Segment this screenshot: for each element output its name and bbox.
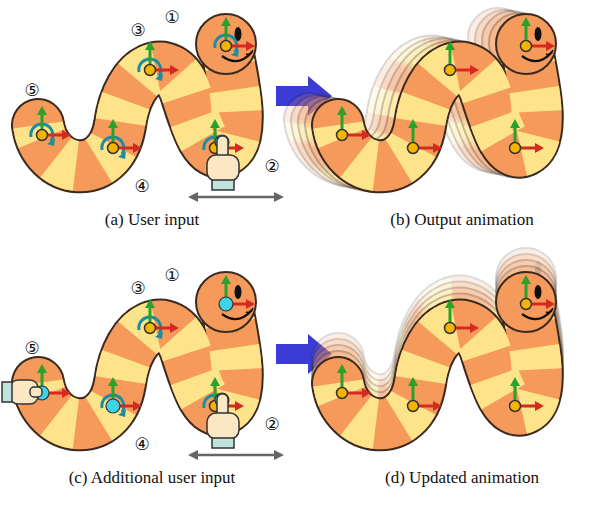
- illustration-part: [30, 387, 42, 397]
- illustration-part: [337, 106, 372, 141]
- illustration-part: [408, 119, 443, 154]
- callout-number: ②: [264, 157, 279, 176]
- callout-number: ⑤: [24, 81, 39, 100]
- illustration-part: [145, 299, 180, 334]
- illustration-part: [510, 119, 545, 154]
- illustration-part: [408, 377, 443, 412]
- illustration-part: [207, 136, 239, 190]
- panel-caption: (d) Updated animation: [385, 469, 539, 488]
- worm-b: [310, 8, 556, 166]
- callout-number: ⑤: [24, 339, 39, 358]
- callout-number: ①: [164, 266, 179, 285]
- illustration-part: [106, 399, 120, 413]
- illustration-part: [188, 192, 284, 202]
- worm-d: [337, 248, 557, 424]
- illustration-part: [521, 275, 556, 310]
- worm-c: [2, 272, 284, 460]
- illustration-part: [108, 119, 143, 154]
- panel-caption: (a) User input: [105, 211, 199, 230]
- callout-number: ③: [130, 279, 145, 298]
- callout-number: ②: [264, 415, 279, 434]
- illustration-part: [337, 364, 372, 399]
- illustration-part: [338, 272, 556, 424]
- illustration-part: [221, 17, 256, 52]
- worm-a: [31, 14, 284, 202]
- callout-number: ④: [134, 435, 149, 454]
- illustration-part: [207, 394, 239, 448]
- illustration-part: [521, 17, 556, 52]
- panel-caption: (b) Output animation: [390, 211, 534, 230]
- panel-caption: (c) Additional user input: [69, 469, 236, 488]
- illustration-part: [188, 450, 284, 460]
- illustration-part: [445, 299, 480, 334]
- illustration-part: [510, 377, 545, 412]
- illustration-part: [445, 41, 480, 76]
- illustration-part: [219, 297, 233, 311]
- callout-number: ③: [130, 21, 145, 40]
- illustration-part: [37, 106, 72, 141]
- callout-number: ④: [134, 177, 149, 196]
- illustration-part: [2, 382, 12, 402]
- illustration-part: [145, 41, 180, 76]
- callout-number: ①: [164, 8, 179, 27]
- illustration-part: [338, 14, 556, 166]
